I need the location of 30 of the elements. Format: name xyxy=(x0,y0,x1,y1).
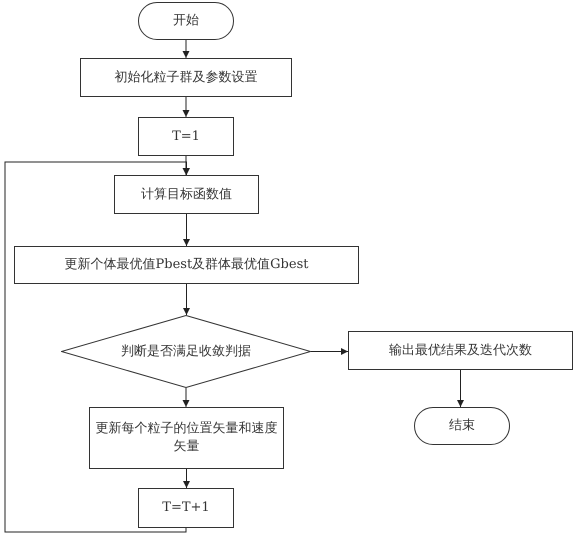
arrow xyxy=(182,40,190,58)
process-box xyxy=(138,117,234,156)
arrow xyxy=(182,96,190,118)
node-label: 计算目标函数值 xyxy=(140,186,233,204)
node-label: 开始 xyxy=(172,12,200,30)
node-label: T=T+1 xyxy=(161,499,211,517)
node-label: T=1 xyxy=(171,128,201,146)
arrow xyxy=(457,370,464,408)
process-box xyxy=(138,488,234,528)
arrow xyxy=(183,284,190,316)
arrow xyxy=(310,348,348,355)
node-label: 输出最优结果及迭代次数 xyxy=(388,342,533,360)
arrow xyxy=(182,156,190,176)
process-box xyxy=(114,175,259,214)
terminal-box xyxy=(138,2,234,40)
node-label: 更新个体最优值Pbest及群体最优值Gbest xyxy=(64,256,310,274)
node-label: 初始化粒子群及参数设置 xyxy=(114,68,258,86)
arrow xyxy=(183,468,190,488)
node-label: 判断是否满足收敛判据 xyxy=(120,342,252,360)
process-box xyxy=(89,407,284,469)
terminal-box xyxy=(414,407,510,445)
node-label: 结束 xyxy=(448,417,476,435)
arrow xyxy=(182,388,190,408)
arrow xyxy=(4,162,190,532)
process-box xyxy=(14,246,359,284)
process-box xyxy=(348,331,573,370)
process-box xyxy=(80,58,292,97)
arrow xyxy=(183,214,190,246)
decision-diamond xyxy=(61,315,311,388)
node-label: 更新每个粒子的位置矢量和速度矢量 xyxy=(94,420,278,456)
